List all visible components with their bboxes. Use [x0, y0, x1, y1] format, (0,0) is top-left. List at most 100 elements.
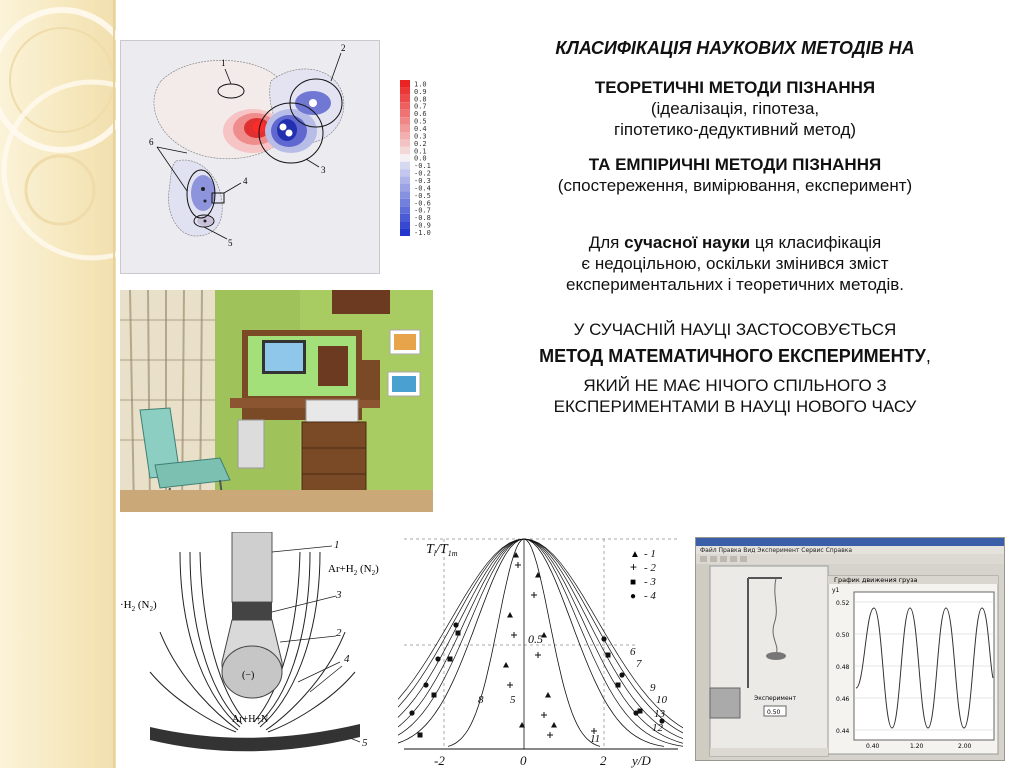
- applied-line4: ЕКСПЕРИМЕНТАМИ В НАУЦІ НОВОГО ЧАСУ: [553, 397, 917, 416]
- legend-marker-3: ■: [630, 577, 636, 588]
- profile-legend: ▲ - 1 + - 2 ■ - 3 ● - 4: [630, 548, 656, 602]
- profile-marker: [615, 682, 621, 688]
- colorbar-swatch: [400, 102, 410, 110]
- contour-label-5: 5: [228, 238, 233, 248]
- profile-marker: [601, 636, 607, 642]
- colorbar-label: 0.2: [414, 140, 427, 148]
- colorbar-swatch: [400, 94, 410, 103]
- colorbar-swatch: [400, 124, 410, 132]
- curve-label-10: 10: [656, 694, 668, 706]
- software-experiment-label: Эксперимент: [754, 695, 797, 702]
- profile-ymark: 0.5: [528, 632, 543, 646]
- modern-bold: сучасної науки: [624, 233, 751, 252]
- profile-marker: [423, 682, 429, 688]
- colorbar-swatch: [400, 117, 410, 125]
- colorbar-label: -0.8: [414, 214, 431, 222]
- profile-marker: [547, 732, 553, 738]
- decorative-rings: [0, 7, 116, 261]
- colorbar-swatch: [400, 139, 410, 147]
- sw-ytick-3: 0.46: [836, 696, 850, 703]
- curve-label-5: 5: [510, 694, 516, 706]
- physics-software-screenshot: Файл Правка Вид Эксперимент Сервис Справ…: [695, 537, 1005, 761]
- legend-num-2: - 2: [644, 562, 656, 574]
- profile-marker: [531, 592, 537, 598]
- profile-marker: [435, 656, 441, 662]
- curve-label-7: 7: [636, 658, 642, 670]
- profile-marker: [535, 572, 541, 578]
- colorbar-swatch: [400, 191, 410, 199]
- contour-label-1: 1: [221, 58, 226, 68]
- colorbar-swatch: [400, 206, 410, 214]
- colorbar-svg: 1.00.90.80.70.60.50.40.30.20.10.0-0.1-0.…: [400, 80, 431, 237]
- theoretical-methods: ТЕОРЕТИЧНІ МЕТОДИ ПІЗНАННЯ (ідеалізація,…: [470, 77, 1000, 140]
- theoretical-line2: гіпотетико-дедуктивний метод): [613, 120, 857, 139]
- profile-marker: [545, 692, 551, 698]
- colorbar-label: -0.1: [414, 162, 431, 170]
- profile-marker: [515, 562, 521, 568]
- colorbar-label: -0.6: [414, 199, 431, 207]
- sw-ytick-1: 0.50: [836, 632, 850, 639]
- profile-marker: [417, 732, 423, 738]
- empirical-line1: (спостереження, вимірювання, експеримент…: [557, 176, 913, 195]
- spacer: [470, 210, 1000, 232]
- modern-line2: є недоцільною, оскільки змінився зміст: [581, 254, 889, 273]
- room-illustration: [120, 290, 433, 512]
- colorbar-swatch: [400, 132, 410, 140]
- modern-line3: експериментальних і теоретичних методів.: [566, 275, 904, 294]
- profile-xtick-2: 2: [600, 753, 607, 768]
- colorbar-label: 0.5: [414, 118, 427, 126]
- legend-num-1: - 1: [644, 548, 656, 560]
- profile-marker: [455, 630, 461, 636]
- software-svg: Файл Правка Вид Эксперимент Сервис Справ…: [696, 538, 1004, 760]
- sw-xtick-1: 1.20: [910, 743, 924, 750]
- legend-marker-4: ●: [630, 591, 636, 602]
- colorbar-swatch: [400, 146, 410, 155]
- colorbar-label: 0.9: [414, 88, 427, 96]
- profile-xtick-0: 0: [520, 753, 527, 768]
- profile-marker: [511, 632, 517, 638]
- computer-room-photo: [120, 290, 433, 512]
- software-menubar: Файл Правка Вид Эксперимент Сервис Справ…: [700, 547, 852, 554]
- colorbar-label: -0.7: [414, 207, 431, 215]
- colorbar-swatch: [400, 169, 410, 177]
- theoretical-title: ТЕОРЕТИЧНІ МЕТОДИ ПІЗНАННЯ: [594, 78, 876, 97]
- theoretical-line1: (ідеалізація, гіпотеза,: [650, 99, 820, 118]
- legend-marker-2: +: [630, 560, 637, 574]
- contour-label-6: 6: [149, 137, 154, 147]
- software-ylabel: y1: [832, 587, 840, 594]
- plasma-probe-diagram: Ar+H2 (N2) ·H2 (N2) Ar+H+N (−) 1 2 3 4 5: [120, 532, 382, 768]
- colorbar-label: 1.0: [414, 80, 427, 88]
- sw-xtick-0: 0.40: [866, 743, 880, 750]
- profile-marker: [637, 708, 643, 714]
- empirical-title: ТА ЕМПІРИЧНІ МЕТОДИ ПІЗНАННЯ: [588, 155, 882, 174]
- colorbar-swatch: [400, 87, 410, 95]
- colorbar-label: 0.3: [414, 132, 427, 140]
- contour-label-4: 4: [243, 176, 248, 186]
- curve-label-12: 12: [652, 722, 664, 734]
- colorbar-label: -0.2: [414, 170, 431, 178]
- colorbar-label: -1.0: [414, 229, 431, 237]
- colorbar-label: 0.4: [414, 125, 427, 133]
- main-text: КЛАСИФІКАЦІЯ НАУКОВИХ МЕТОДІВ НА ТЕОРЕТИ…: [470, 38, 1000, 417]
- profile-marker: [513, 552, 519, 558]
- colorbar-label: -0.3: [414, 177, 431, 185]
- profile-xtick-neg2: -2: [434, 753, 445, 768]
- probe-gas-left: ·H2 (N2): [120, 599, 157, 613]
- colorbar-label: 0.0: [414, 155, 427, 163]
- applied-line3: ЯКИЙ НЕ МАЄ НІЧОГО СПІЛЬНОГО З: [583, 376, 887, 395]
- profile-marker: [659, 718, 665, 724]
- probe-gas-bottom: Ar+H+N: [232, 714, 268, 725]
- colorbar-swatch: [400, 80, 410, 88]
- curve-label-13: 13: [654, 708, 666, 720]
- curve-label-8: 8: [478, 694, 484, 706]
- slide-heading: КЛАСИФІКАЦІЯ НАУКОВИХ МЕТОДІВ НА: [555, 38, 915, 58]
- legend-num-4: - 4: [644, 590, 656, 602]
- colorbar-swatch: [400, 161, 410, 170]
- profile-marker: [535, 652, 541, 658]
- colorbar-label: 0.8: [414, 95, 427, 103]
- profile-marker: [551, 722, 557, 728]
- curve-label-11: 11: [590, 733, 600, 745]
- sw-ytick-0: 0.52: [836, 600, 850, 607]
- sw-ytick-2: 0.48: [836, 664, 850, 671]
- colorbar-swatch: [400, 184, 410, 192]
